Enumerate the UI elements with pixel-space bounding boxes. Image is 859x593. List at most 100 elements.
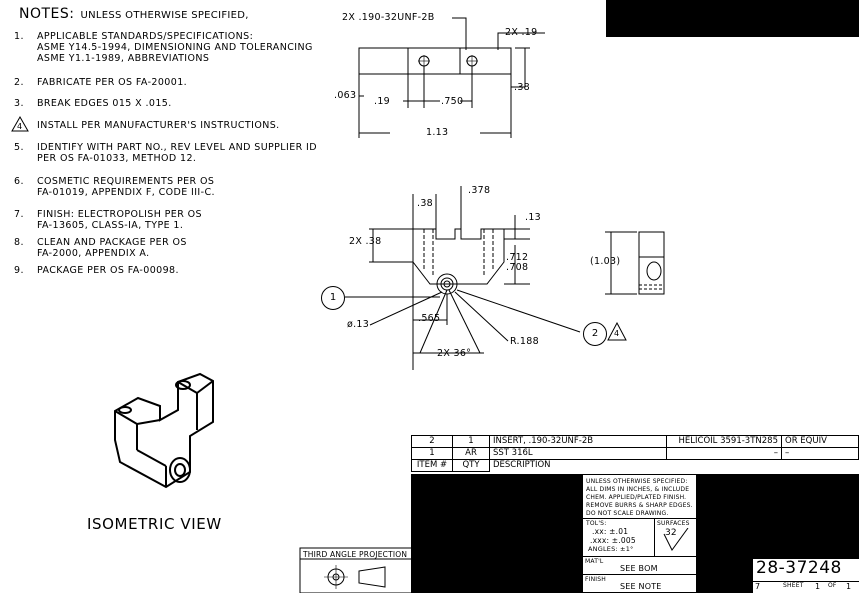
bom-header-desc: DESCRIPTION <box>489 459 859 472</box>
note-number: 1. <box>14 31 24 42</box>
sheet-label: SHEET <box>783 582 804 589</box>
tol-angles: ANGLES: ±1° <box>588 545 634 553</box>
finish-value: SEE NOTE <box>620 582 662 591</box>
bom-alt: – <box>781 447 859 460</box>
bom-header-qty: QTY <box>452 459 490 472</box>
note-text: IDENTIFY WITH PART NO., REV LEVEL AND SU… <box>37 142 317 164</box>
tb-note-4: REMOVE BURRS & SHARP EDGES. <box>586 502 693 509</box>
thread-callout: 2X .190-32UNF-2B <box>342 12 435 23</box>
redacted-block-title-right-bottom <box>697 558 752 593</box>
balloon-1: 1 <box>321 286 345 310</box>
note-text: PACKAGE PER OS FA-00098. <box>37 265 179 276</box>
bom-qty: 1 <box>452 435 490 448</box>
drawing-number: 28-37248 <box>756 558 842 578</box>
bom-table: 2 1 INSERT, .190-32UNF-2B HELICOIL 3591-… <box>411 435 859 472</box>
dim-r188: R.188 <box>510 336 539 347</box>
note-flag-4-label: 4 <box>614 329 620 338</box>
dim-565: .565 <box>418 313 441 324</box>
isometric-view <box>114 372 214 489</box>
bom-alt: OR EQUIV <box>781 435 859 448</box>
bom-desc: INSERT, .190-32UNF-2B <box>489 435 667 448</box>
tb-note-1: UNLESS OTHERWISE SPECIFIED: <box>586 478 688 485</box>
dim-38-front: .38 <box>417 198 434 209</box>
of-label: OF <box>828 582 837 589</box>
sheet-total: 1 <box>846 582 852 591</box>
note-number: 5. <box>14 142 24 153</box>
side-view <box>605 231 665 295</box>
redacted-block-top <box>606 0 859 37</box>
surface-finish-symbol <box>663 528 689 551</box>
tb-divider-3 <box>582 574 697 575</box>
note-number: 8. <box>14 237 24 248</box>
note-number: 3. <box>14 98 24 109</box>
note-flag-4: 4 <box>607 322 627 342</box>
tol-xx: .xx: ±.01 <box>592 527 629 536</box>
matl-label: MAT'L <box>585 558 604 565</box>
matl-value: SEE BOM <box>620 564 658 573</box>
sheet-number: 1 <box>815 582 821 591</box>
dim-113: 1.13 <box>426 127 449 138</box>
bom-header-item: ITEM # <box>411 459 453 472</box>
dim-2x-36: 2X 36° <box>437 348 472 359</box>
balloon-1-label: 1 <box>329 292 337 303</box>
sheet-prefix: 7 <box>755 582 761 591</box>
dim-13: .13 <box>525 212 542 223</box>
note-number: 9. <box>14 265 24 276</box>
note-text: INSTALL PER MANUFACTURER'S INSTRUCTIONS. <box>37 120 280 131</box>
bom-mfr: – <box>666 447 782 460</box>
redacted-block-title-right-top <box>697 474 859 558</box>
dim-712: .712 <box>506 252 529 263</box>
dim-708: .708 <box>506 262 529 273</box>
bom-row: 1 AR SST 316L – – <box>411 447 859 460</box>
dim-750: .750 <box>441 96 464 107</box>
dim-38: .38 <box>514 82 531 93</box>
side-view-outline <box>638 231 665 295</box>
tols-label: TOL'S: <box>586 520 607 527</box>
tb-note-2: ALL DIMS IN INCHES, & INCLUDE <box>586 486 690 493</box>
note-text: APPLICABLE STANDARDS/SPECIFICATIONS: ASM… <box>37 31 313 64</box>
tb-divider <box>582 518 697 519</box>
notes-subtitle: UNLESS OTHERWISE SPECIFIED, <box>80 10 249 21</box>
note-number: 2. <box>14 77 24 88</box>
dim-378: .378 <box>468 185 491 196</box>
surface-value: 32 <box>665 528 677 538</box>
dim-2x-38: 2X .38 <box>349 236 382 247</box>
dim-103: (1.03) <box>590 256 621 267</box>
note-number: 6. <box>14 176 24 187</box>
isometric-label: ISOMETRIC VIEW <box>87 515 222 533</box>
bom-mfr: HELICOIL 3591-3TN285 <box>666 435 782 448</box>
dim-2x-19: 2X .19 <box>505 27 538 38</box>
tb-divider-v <box>654 518 655 556</box>
note-text: BREAK EDGES 015 X .015. <box>37 98 172 109</box>
surfaces-label: SURFACES <box>657 520 690 527</box>
dim-dia-13: ø.13 <box>347 319 370 330</box>
bom-desc: SST 316L <box>489 447 667 460</box>
notes-heading: NOTES: <box>19 6 75 22</box>
notes-title: NOTES: UNLESS OTHERWISE SPECIFIED, <box>19 6 249 22</box>
top-view <box>358 17 545 138</box>
tb-note-3: CHEM. APPLIED/PLATED FINISH. <box>586 494 687 501</box>
bom-row: 2 1 INSERT, .190-32UNF-2B HELICOIL 3591-… <box>411 435 859 448</box>
front-view <box>345 186 581 370</box>
projection-label: THIRD ANGLE PROJECTION <box>303 550 408 559</box>
balloon-2: 2 <box>583 322 607 346</box>
front-view-outline <box>412 228 505 285</box>
note-text: COSMETIC REQUIREMENTS PER OS FA-01019, A… <box>37 176 215 198</box>
flag-number: 4 <box>17 122 23 131</box>
redacted-block-title-left <box>411 474 582 593</box>
note-text: CLEAN AND PACKAGE PER OS FA-2000, APPEND… <box>37 237 187 259</box>
bom-header: ITEM # QTY DESCRIPTION <box>411 459 859 472</box>
note-number: 7. <box>14 209 24 220</box>
finish-label: FINISH <box>585 576 606 583</box>
dim-063: .063 <box>334 90 357 101</box>
tb-note-5: DO NOT SCALE DRAWING. <box>586 510 669 517</box>
note-text: FABRICATE PER OS FA-20001. <box>37 77 188 88</box>
bom-item: 2 <box>411 435 453 448</box>
tol-xxx: .xxx: ±.005 <box>590 536 636 545</box>
tb-divider-2 <box>582 556 697 557</box>
bom-qty: AR <box>452 447 490 460</box>
note-text: FINISH: ELECTROPOLISH PER OS FA-13605, C… <box>37 209 202 231</box>
sheet-divider <box>752 581 859 582</box>
drawing-number-block <box>752 558 859 593</box>
